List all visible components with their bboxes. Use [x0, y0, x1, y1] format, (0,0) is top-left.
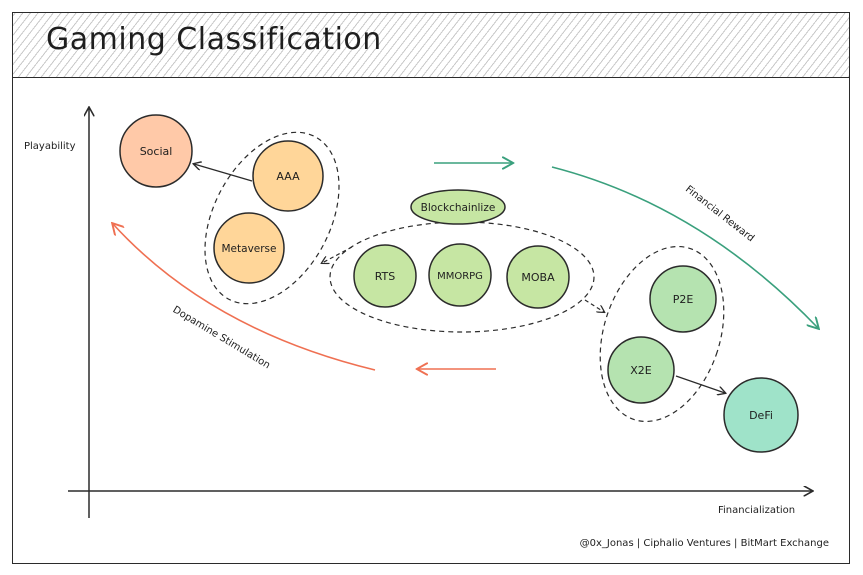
rts-label: RTS [375, 270, 396, 283]
financial-reward-label: Financial Reward [683, 184, 756, 245]
moba-label: MOBA [521, 271, 555, 284]
aaa-node [252, 140, 324, 212]
dopamine-stimulation-label: Dopamine Stimulation [171, 304, 272, 371]
games-to-playability-arrow [322, 246, 353, 263]
aaa-to-social-arrow [194, 164, 253, 182]
moba-node [506, 245, 570, 309]
mmorpg-label: MMORPG [437, 271, 483, 282]
blockchainlize-label: Blockchainlize [421, 202, 496, 214]
aaa-label: AAA [276, 170, 300, 183]
y-axis-label: Playability [24, 141, 76, 152]
attribution-credit: @0x_Jonas | Ciphalio Ventures | BitMart … [579, 538, 829, 549]
metaverse-label: Metaverse [222, 243, 277, 255]
dopamine-stimulation-arrow [113, 224, 376, 371]
playability-group-outline [204, 131, 340, 305]
financial-reward-arrow [551, 166, 818, 328]
defi-node [723, 377, 799, 453]
x2e-label: X2E [630, 364, 652, 377]
x-axis-label: Financialization [718, 505, 795, 516]
page-title: Gaming Classification [46, 22, 382, 57]
x2e-node [607, 336, 675, 404]
p2e-node [649, 265, 717, 333]
metaverse-node [213, 212, 285, 284]
social-node [119, 114, 193, 188]
blockchainlize-node [410, 189, 506, 225]
defi-label: DeFi [749, 409, 773, 422]
p2e-label: P2E [673, 293, 694, 306]
social-label: Social [140, 145, 173, 158]
mmorpg-node [428, 243, 492, 307]
title-bar [12, 12, 850, 78]
rts-node [353, 244, 417, 308]
earn-group-outline [599, 245, 725, 423]
games-to-earn-arrow [584, 299, 604, 312]
x2e-to-defi-arrow [675, 375, 725, 393]
diagram-frame [12, 12, 850, 564]
